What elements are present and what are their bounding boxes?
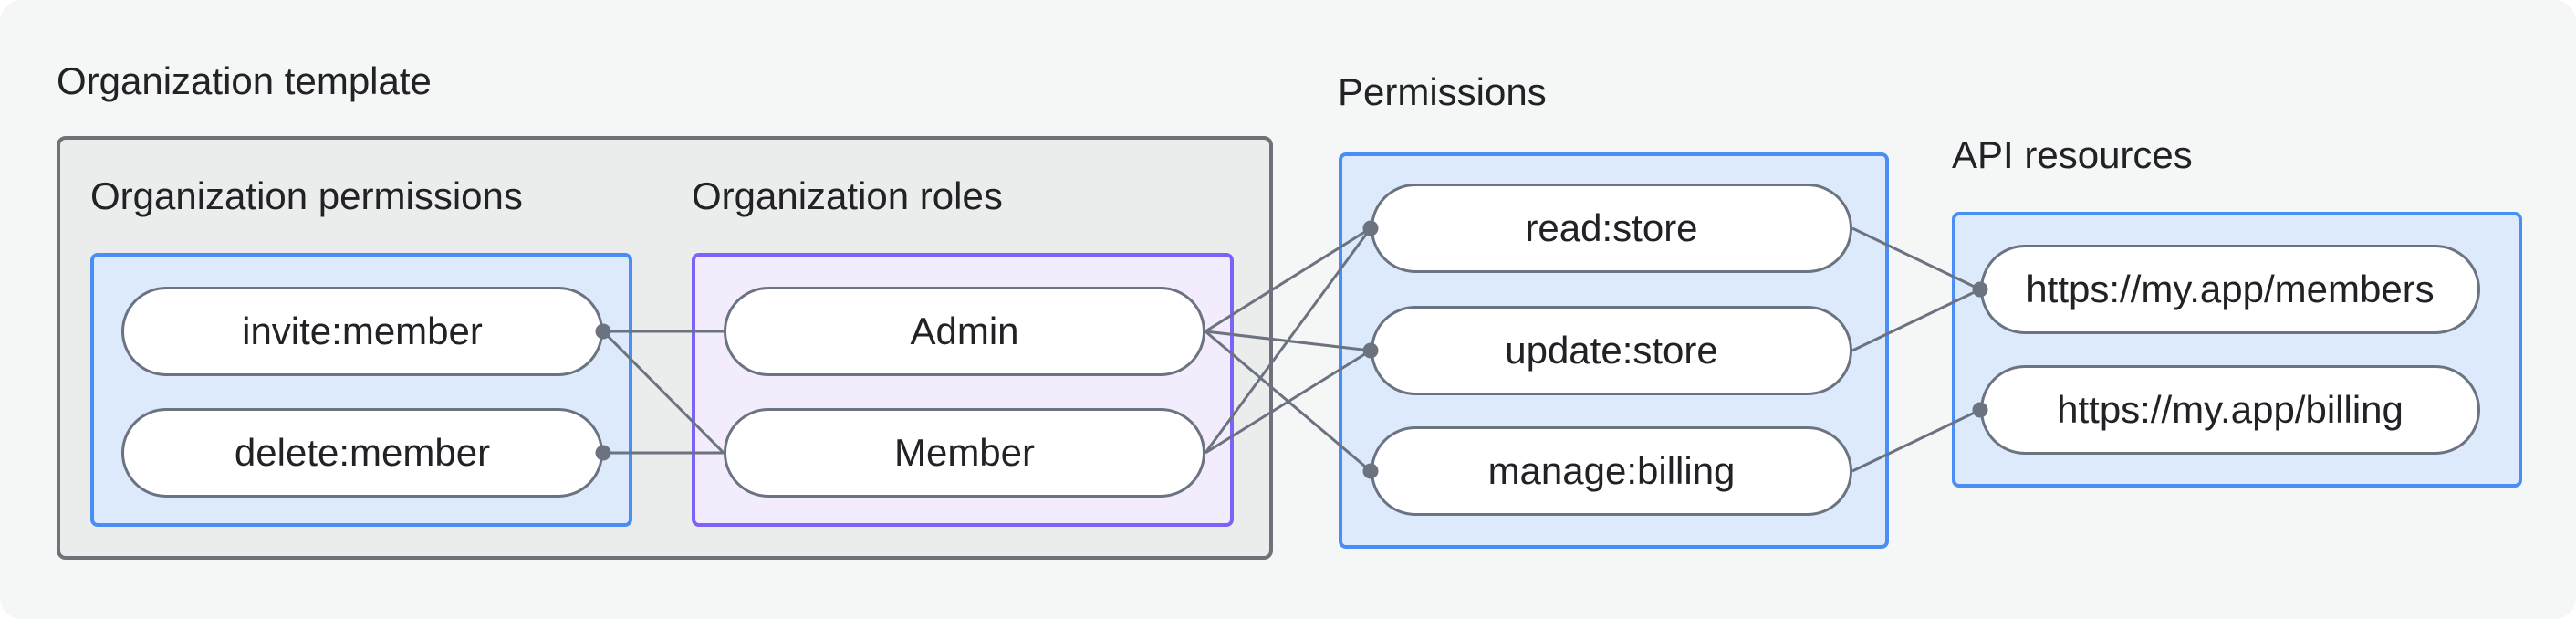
org-permissions-label: Organization permissions [90,174,523,217]
node-manage-billing: manage:billing [1371,426,1852,516]
api-resources-label: API resources [1952,133,2193,176]
org-roles-label: Organization roles [692,174,1003,217]
node-role-member: Member [724,408,1205,498]
node-invite-member: invite:member [121,287,603,376]
node-read-store: read:store [1371,184,1852,273]
node-api-billing: https://my.app/billing [1980,365,2480,455]
node-delete-member: delete:member [121,408,603,498]
permissions-label: Permissions [1338,70,1547,113]
node-api-members: https://my.app/members [1980,245,2480,334]
node-role-admin: Admin [724,287,1205,376]
org-template-title: Organization template [57,59,432,102]
node-update-store: update:store [1371,306,1852,395]
